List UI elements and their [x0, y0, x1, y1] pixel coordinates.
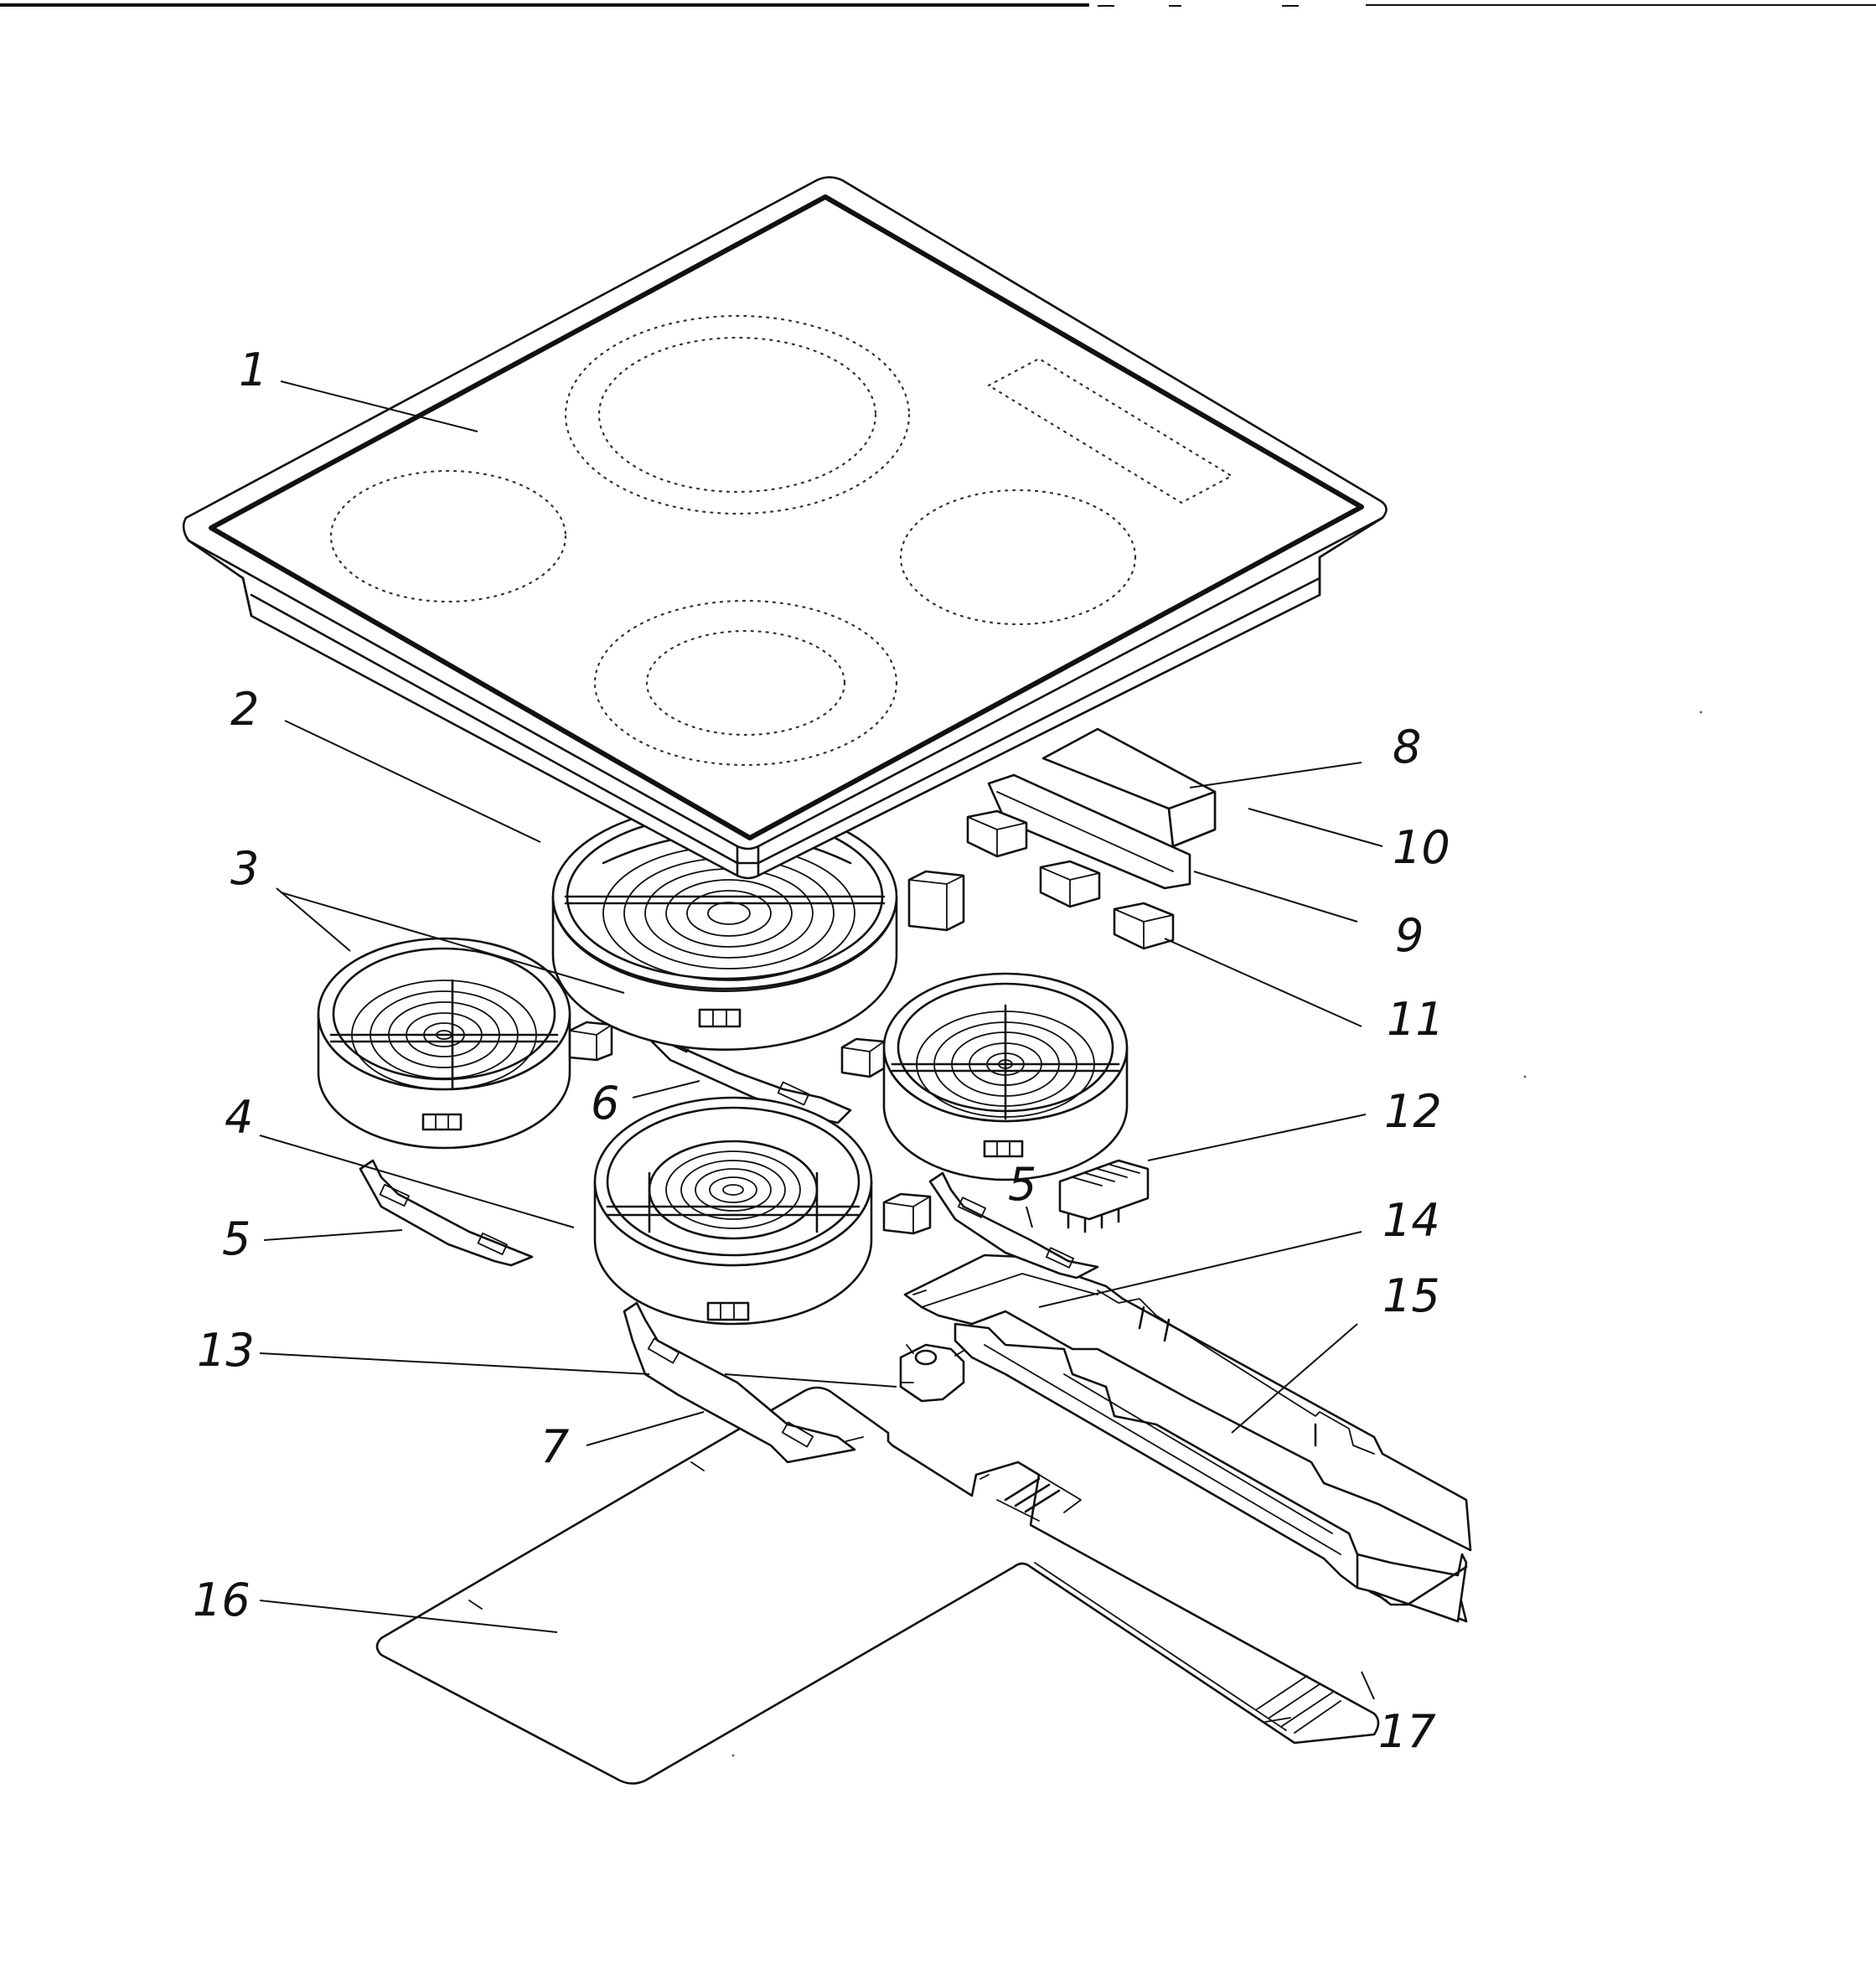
control-button-11 — [1113, 902, 1175, 950]
terminal-block-3-right — [983, 1140, 1024, 1158]
callout-11: 11 — [1387, 993, 1444, 1046]
callout-5-left: 5 — [222, 1212, 251, 1265]
heating-element-4 — [593, 1096, 932, 1326]
cooking-zone-rear-large — [564, 314, 911, 515]
cooking-zone-front-dual — [593, 599, 898, 767]
scan-specks — [731, 711, 1703, 1757]
callout-6: 6 — [591, 1077, 619, 1130]
cooking-zone-right — [899, 489, 1137, 626]
callout-17: 17 — [1378, 1705, 1436, 1758]
callout-8: 8 — [1393, 721, 1421, 773]
side-connector-2 — [907, 870, 965, 932]
heating-element-3-right — [840, 972, 1129, 1181]
side-connector-3-left — [568, 1021, 613, 1062]
front-rail-bracket — [903, 1254, 1472, 1552]
callout-14: 14 — [1382, 1194, 1440, 1247]
callout-9: 9 — [1395, 909, 1424, 962]
thermal-limiter — [899, 1343, 965, 1403]
side-connector-3-right — [840, 1037, 886, 1078]
callout-16: 16 — [193, 1574, 251, 1626]
leader-lines — [259, 380, 1383, 1700]
rear-rail-bracket — [954, 1322, 1468, 1623]
cooking-zone-left — [329, 469, 567, 603]
sensor-bar-7 — [623, 1301, 864, 1464]
callout-13: 13 — [197, 1324, 255, 1377]
callout-3: 3 — [230, 842, 259, 895]
callout-1: 1 — [239, 344, 267, 396]
sensor-bar-5-right — [928, 1171, 1099, 1280]
bottom-cover-plate — [375, 1386, 1380, 1785]
top-border-line — [0, 3, 1876, 7]
ceramic-glass-top — [182, 176, 1388, 880]
control-button-a — [966, 809, 1028, 858]
callout-10: 10 — [1393, 821, 1450, 874]
sensor-bar-5-left — [359, 1159, 534, 1267]
terminal-block-4 — [706, 1301, 750, 1321]
heating-element-3-left — [317, 937, 613, 1150]
callout-15: 15 — [1382, 1269, 1440, 1322]
callout-7: 7 — [540, 1420, 569, 1473]
control-panel-area — [986, 357, 1234, 504]
callout-labels: 1 2 3 4 5 5 6 7 8 9 10 11 12 13 14 15 16… — [193, 344, 1450, 1758]
control-button-b — [1039, 860, 1101, 908]
control-module-8 — [1012, 727, 1217, 856]
terminal-block-12 — [1058, 1159, 1150, 1233]
callout-4: 4 — [225, 1091, 253, 1144]
terminal-block-3-left — [421, 1113, 463, 1131]
terminal-block-2 — [698, 1008, 742, 1028]
callout-5-right: 5 — [1008, 1158, 1036, 1211]
side-connector-4 — [882, 1192, 932, 1235]
callout-2: 2 — [230, 683, 259, 736]
callout-12: 12 — [1384, 1085, 1442, 1138]
